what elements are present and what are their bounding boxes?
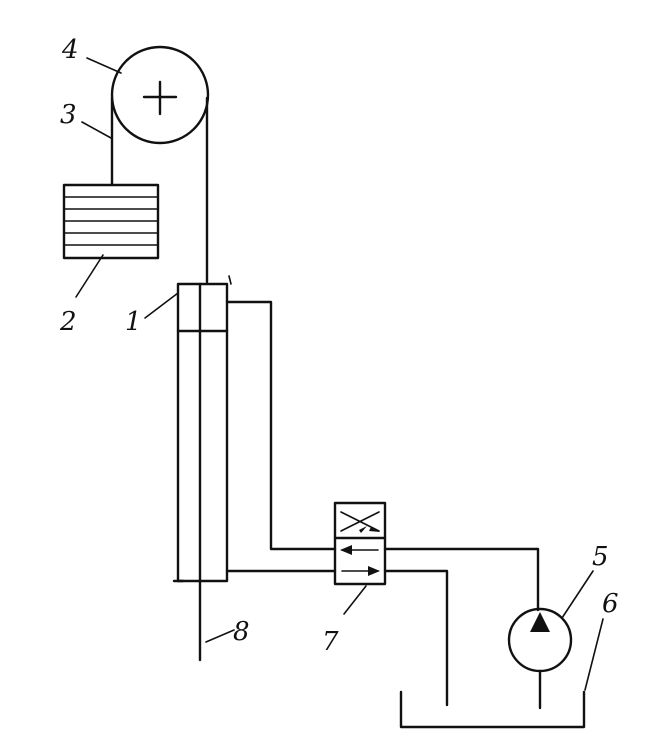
label-rod: 8 xyxy=(233,617,250,647)
directional-valve xyxy=(333,501,387,586)
label-cylinder: 1 xyxy=(125,307,142,337)
label-pump: 5 xyxy=(592,542,609,572)
label-rope: 3 xyxy=(60,100,77,130)
counterweight xyxy=(62,183,160,260)
pump xyxy=(507,607,573,710)
cylinder xyxy=(176,275,232,583)
pulley xyxy=(110,45,210,145)
rope xyxy=(110,96,209,284)
label-tank: 6 xyxy=(602,589,619,619)
label-pulley: 4 xyxy=(61,35,79,65)
label-valve: 7 xyxy=(322,627,339,657)
pipelines xyxy=(225,300,540,707)
label-counterweight: 2 xyxy=(59,307,77,337)
leader-lines xyxy=(75,57,604,691)
tank xyxy=(399,690,586,729)
piston-rod xyxy=(172,282,202,662)
